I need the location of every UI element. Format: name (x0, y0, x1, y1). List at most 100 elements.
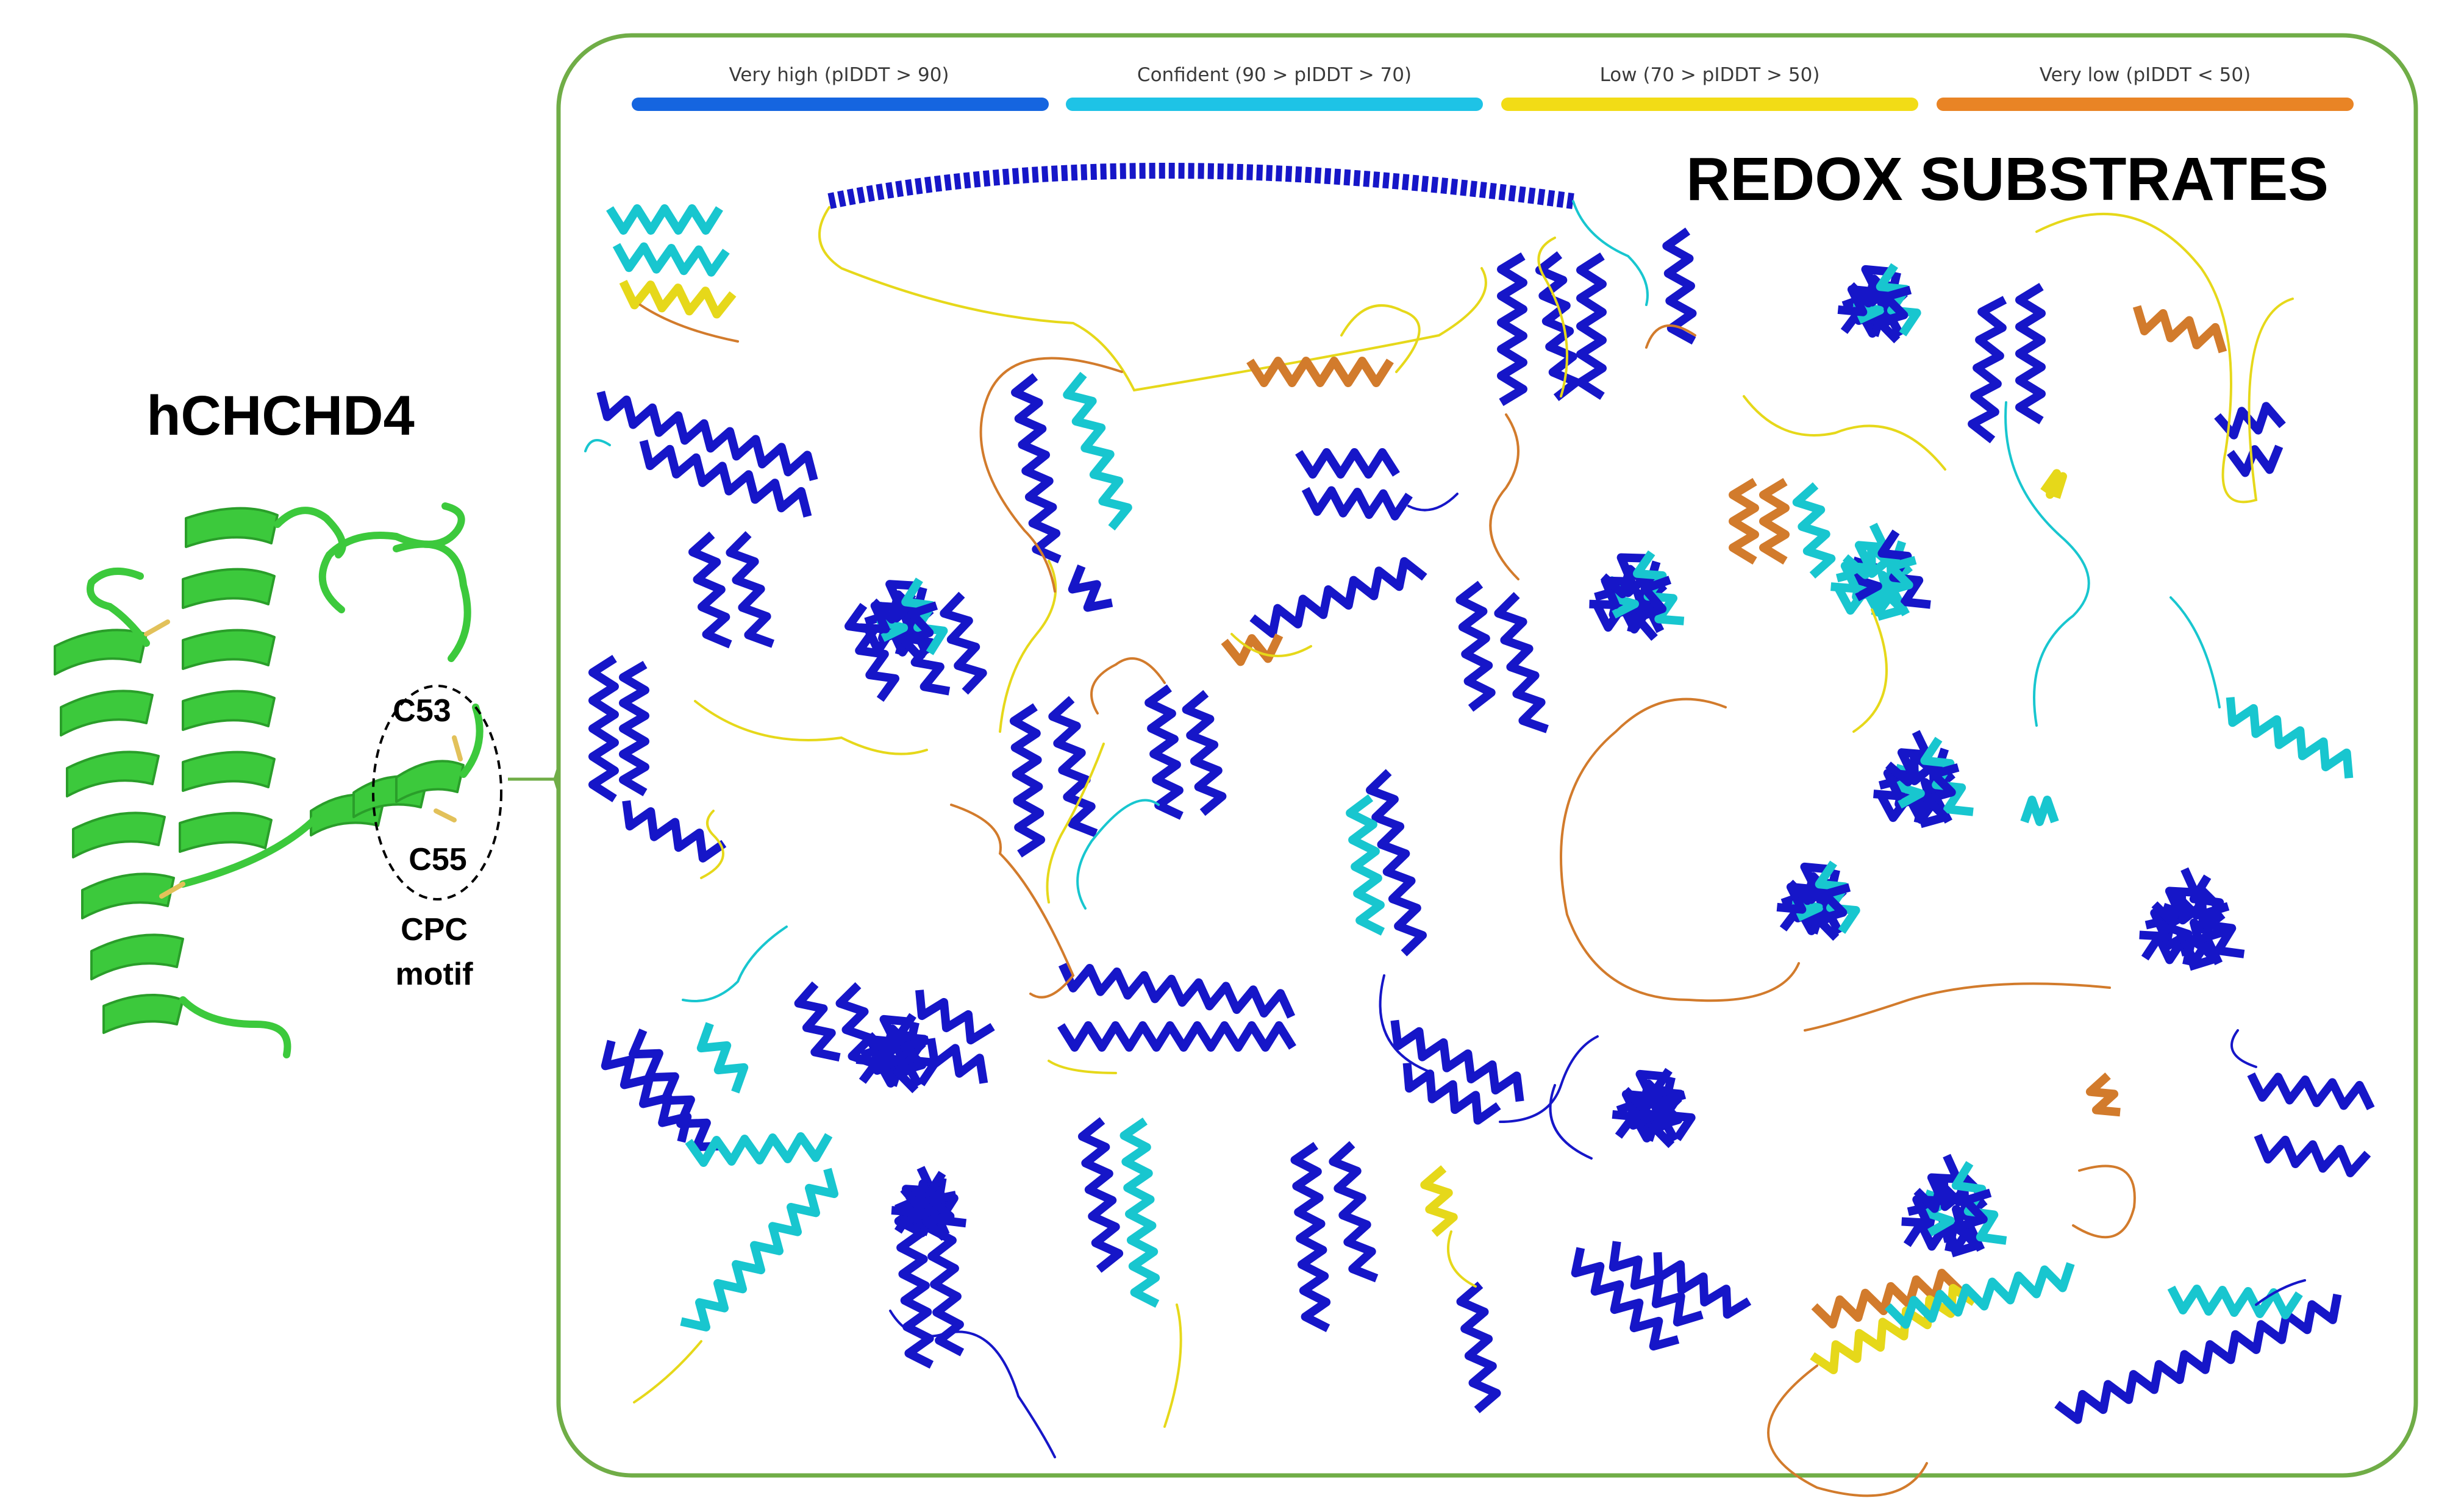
domain-cluster (2151, 886, 2224, 927)
domain-cluster (893, 1035, 930, 1094)
helix-1 (612, 242, 730, 277)
disordered-loop-22 (2230, 1029, 2257, 1068)
helix-15 (1009, 703, 1046, 858)
domain-cluster (1814, 883, 1851, 941)
domain-cluster (901, 577, 948, 655)
helix-37 (2132, 305, 2227, 354)
domain-cluster (894, 1013, 940, 1086)
helix-19 (1246, 357, 1394, 387)
disordered-loop-15 (1560, 697, 1800, 1002)
domain-cluster (1834, 585, 1910, 617)
disordered-loop-8 (1076, 799, 1160, 910)
cpc-motif-highlight (372, 685, 502, 900)
disordered-loop-17 (1743, 395, 1946, 471)
helix-7 (1011, 373, 1062, 564)
legend-bar-very-high (632, 98, 1049, 111)
helix-25 (1494, 592, 1549, 733)
disordered-loop-24 (2072, 1164, 2136, 1239)
helix-20 (1295, 448, 1400, 479)
helix-45 (601, 1040, 692, 1143)
domain-cluster (1876, 555, 1917, 621)
loop-segment (1572, 200, 1649, 306)
helix-75 (1068, 564, 1113, 612)
helix-35 (1968, 296, 2007, 444)
helix-21 (1301, 486, 1413, 521)
legend-bar-low (1501, 98, 1918, 111)
disordered-loop-4 (999, 560, 1057, 733)
residue-c55-label: C55 (409, 842, 466, 877)
legend-label-confident: Confident (90 > pIDDT > 70) (1137, 64, 1412, 86)
helix-0 (606, 204, 723, 235)
disordered-loop-2 (694, 700, 928, 755)
disordered-loop-1 (584, 439, 611, 452)
helix-66 (1420, 1165, 1458, 1237)
helix-54 (685, 1132, 833, 1167)
disordered-loop-31 (1447, 1230, 1477, 1288)
redox-substrates-panel (556, 33, 2418, 1478)
helix-69 (2085, 1072, 2121, 1117)
legend-label-very-low: Very low (pIDDT < 50) (2040, 64, 2251, 86)
disordered-loop-33 (682, 925, 788, 1002)
helix-28 (1497, 252, 1527, 406)
loop-segment (818, 206, 1487, 392)
helix-18 (1182, 690, 1227, 816)
domain-cluster (1776, 862, 1830, 914)
helix-33 (1759, 478, 1790, 565)
helix-24 (1455, 580, 1496, 712)
helix-17 (1145, 684, 1184, 820)
helix-8 (1063, 371, 1132, 531)
disordered-loop-29 (1048, 1060, 1117, 1074)
helix-55 (680, 1168, 838, 1332)
disordered-loop-21 (1804, 982, 2111, 1032)
domain-cluster (1950, 1188, 1992, 1258)
legend-label-low: Low (70 > pIDDT > 50) (1600, 64, 1820, 86)
disordered-loop-16 (1852, 608, 1888, 733)
disordered-loop-9 (1340, 304, 1421, 373)
disordered-loop-20 (2169, 596, 2221, 708)
long-helix (827, 163, 1574, 209)
helix-39 (2227, 444, 2284, 477)
domain-cluster (855, 1015, 910, 1066)
domain-cluster (1919, 763, 1960, 829)
helix-23 (1221, 633, 1284, 666)
domain-cluster (1815, 860, 1860, 934)
disordered-loop-13 (1537, 237, 1568, 398)
helix-60 (1290, 1142, 1331, 1333)
motif-label-line-2: motif (395, 957, 473, 992)
domain-cluster (1589, 553, 1648, 609)
domain-cluster (1875, 285, 1912, 344)
panel-title: REDOX SUBSTRATES (1686, 145, 2329, 213)
helix-30 (1576, 252, 1607, 400)
chchd4-helix-2 (179, 507, 279, 853)
helix-13 (619, 660, 649, 797)
legend-label-very-high: Very high (pIDDT > 90) (729, 64, 949, 86)
helix-61 (1329, 1141, 1379, 1283)
helix-26 (1366, 769, 1427, 957)
helix-73 (2054, 1293, 2342, 1424)
domain-cluster (859, 580, 916, 633)
disordered-loop-26 (633, 1340, 702, 1403)
helix-74 (2167, 1285, 2303, 1319)
helix-6 (726, 531, 775, 648)
motif-label-line-1: CPC (401, 912, 468, 947)
helix-42 (2040, 469, 2067, 499)
disordered-loop-25 (1499, 1035, 1599, 1123)
connector-bracket (508, 329, 566, 1225)
disordered-loop-0 (639, 304, 739, 343)
helix-44 (1057, 1021, 1296, 1052)
helix-31 (1662, 227, 1697, 345)
helix-36 (2015, 283, 2046, 424)
disordered-loop-35 (2255, 1279, 2306, 1306)
confidence-legend: Very high (pIDDT > 90) Confident (90 > p… (632, 64, 2354, 111)
domain-cluster (900, 601, 938, 663)
domain-cluster (1876, 263, 1921, 337)
domain-cluster (1837, 265, 1891, 316)
domain-cluster (1913, 1173, 1986, 1213)
domain-cluster (1920, 736, 1974, 816)
disordered-loop-28 (1163, 1303, 1182, 1428)
chchd4-disulfide-bonds (144, 619, 463, 899)
helix-68 (2254, 1133, 2371, 1177)
helix-11 (940, 591, 987, 695)
domain-cluster (1649, 1090, 1687, 1149)
domain-cluster (1633, 576, 1672, 641)
